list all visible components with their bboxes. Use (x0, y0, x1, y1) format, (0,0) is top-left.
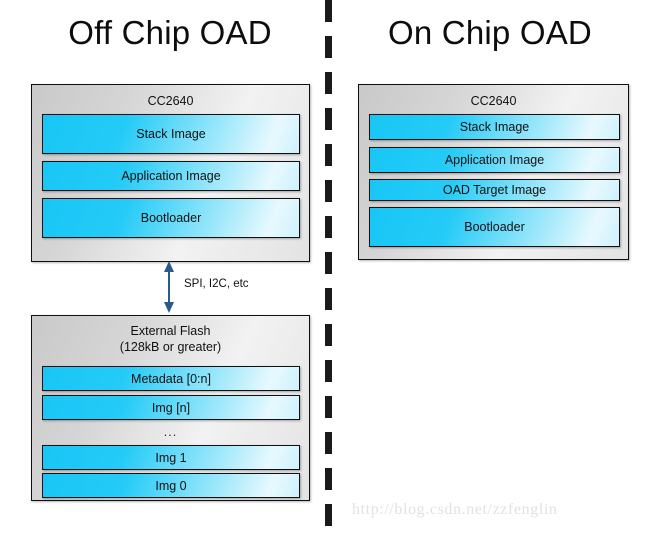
on-chip-bar-application-image: Application Image (369, 147, 620, 173)
off-chip-bar-application-image: Application Image (42, 161, 300, 191)
on-chip-bar-bootloader: Bootloader (369, 207, 620, 247)
on-chip-cc2640-box: CC2640 Stack Image Application Image OAD… (358, 84, 629, 260)
on-chip-bar-stack-image: Stack Image (369, 114, 620, 140)
external-flash-label-line2: (128kB or greater) (119, 340, 222, 354)
page-title-off-chip: Off Chip OAD (68, 14, 272, 51)
bar-label: Stack Image (459, 120, 530, 134)
page-title-on-chip: On Chip OAD (388, 14, 592, 51)
bar-label: Img 1 (155, 450, 187, 465)
on-chip-bar-oad-target-image: OAD Target Image (369, 179, 620, 201)
external-flash-box: External Flash (128kB or greater) Metada… (31, 315, 310, 501)
off-chip-bar-bootloader: Bootloader (42, 198, 300, 238)
off-chip-cc2640-label: CC2640 (147, 94, 194, 108)
bar-label: Stack Image (136, 127, 206, 141)
bar-label: Metadata [0:n] (131, 371, 211, 386)
flash-bar-img-0: Img 0 (42, 473, 300, 498)
off-chip-bar-stack-image: Stack Image (42, 114, 300, 154)
spi-i2c-double-arrow-icon (164, 261, 174, 313)
flash-bar-img-1: Img 1 (42, 445, 300, 470)
vertical-dashed-divider (325, 0, 332, 537)
flash-ellipsis: ... (163, 425, 178, 439)
flash-bar-metadata: Metadata [0:n] (42, 366, 300, 391)
external-flash-label-line1: External Flash (130, 324, 211, 338)
bar-label: Img [n] (151, 400, 191, 415)
bar-label: Img 0 (155, 478, 187, 493)
bar-label: Application Image (444, 153, 545, 167)
flash-bar-img-n: Img [n] (42, 395, 300, 420)
watermark-url: http://blog.csdn.net/zzfenglin (352, 501, 558, 518)
bar-label: Bootloader (464, 220, 525, 234)
bar-label: OAD Target Image (442, 183, 547, 197)
off-chip-cc2640-box: CC2640 Stack Image Application Image Boo… (31, 84, 310, 262)
bar-label: Bootloader (140, 211, 202, 225)
on-chip-cc2640-label: CC2640 (470, 94, 517, 108)
bar-label: Application Image (121, 169, 221, 183)
spi-i2c-label: SPI, I2C, etc (184, 278, 249, 290)
